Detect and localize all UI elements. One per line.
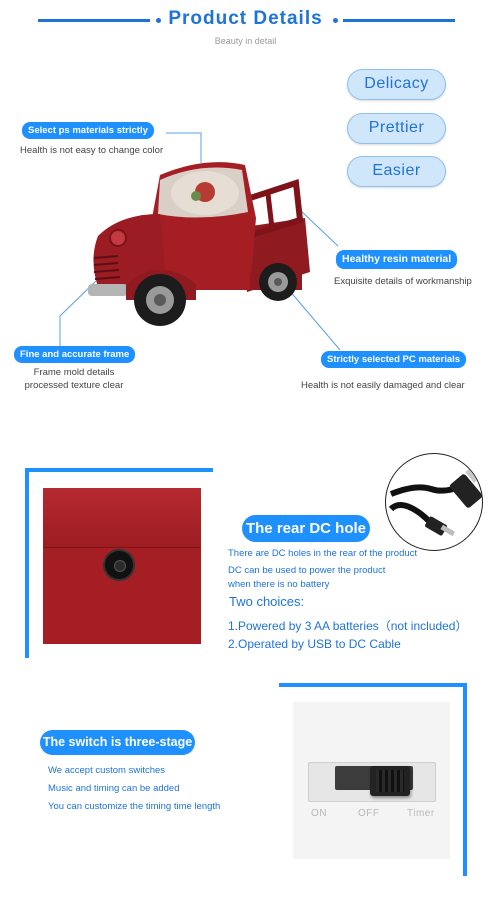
switch-desc-line-1: We accept custom switches bbox=[48, 765, 166, 776]
feature-pill-easier: Easier bbox=[347, 156, 446, 187]
page-subtitle: Beauty in detail bbox=[214, 36, 277, 46]
switch-label-timer: Timer bbox=[407, 808, 435, 819]
switch-knob bbox=[370, 766, 410, 796]
dc-photo-frame-left bbox=[25, 468, 29, 658]
header-dot-right bbox=[333, 18, 338, 23]
choice-batteries: 1.Powered by 3 AA batteries（not included… bbox=[228, 619, 468, 633]
switch-desc-line-2: Music and timing can be added bbox=[48, 783, 180, 794]
dc-desc-line-1: There are DC holes in the rear of the pr… bbox=[228, 548, 418, 559]
red-truck-illustration bbox=[59, 132, 341, 353]
callout-resin-label: Healthy resin material bbox=[336, 250, 458, 269]
dc-hole-photo-ridge bbox=[43, 488, 201, 548]
switch-photo-frame-top bbox=[279, 683, 467, 687]
callout-pc-materials-note: Health is not easily damaged and clear bbox=[301, 380, 465, 391]
feature-pill-delicacy: Delicacy bbox=[347, 69, 446, 100]
dc-photo-frame-top bbox=[25, 468, 213, 472]
dc-hole-heading: The rear DC hole bbox=[242, 515, 370, 542]
dc-jack-icon bbox=[105, 551, 133, 579]
callout-ps-materials-label: Select ps materials strictly bbox=[22, 122, 154, 139]
header-rule-right bbox=[343, 19, 455, 22]
header-rule-left bbox=[38, 19, 150, 22]
two-choices-title: Two choices: bbox=[229, 594, 305, 609]
callout-pc-materials-label: Strictly selected PC materials bbox=[321, 351, 467, 368]
switch-heading: The switch is three-stage bbox=[40, 730, 195, 755]
callout-frame-note-line2: processed texture clear bbox=[24, 380, 124, 391]
choice-usb-cable: 2.Operated by USB to DC Cable bbox=[228, 637, 401, 651]
usb-dc-cable-icon bbox=[385, 453, 483, 551]
dc-desc-line-3: when there is no battery bbox=[228, 579, 330, 590]
callout-resin-note: Exquisite details of workmanship bbox=[334, 276, 472, 287]
page-title: Product Details bbox=[168, 8, 323, 29]
callout-frame-note-line1: Frame mold details bbox=[33, 367, 115, 378]
dc-desc-line-2: DC can be used to power the product bbox=[228, 565, 386, 576]
switch-photo-frame-right bbox=[463, 683, 467, 876]
switch-label-on: ON bbox=[311, 808, 327, 819]
switch-label-off: OFF bbox=[358, 808, 380, 819]
callout-frame-label: Fine and accurate frame bbox=[14, 346, 136, 363]
callout-ps-materials-note: Health is not easy to change color bbox=[20, 145, 164, 156]
feature-pill-prettier: Prettier bbox=[347, 113, 446, 144]
switch-desc-line-3: You can customize the timing time length bbox=[48, 801, 221, 812]
header-dot-left bbox=[156, 18, 161, 23]
